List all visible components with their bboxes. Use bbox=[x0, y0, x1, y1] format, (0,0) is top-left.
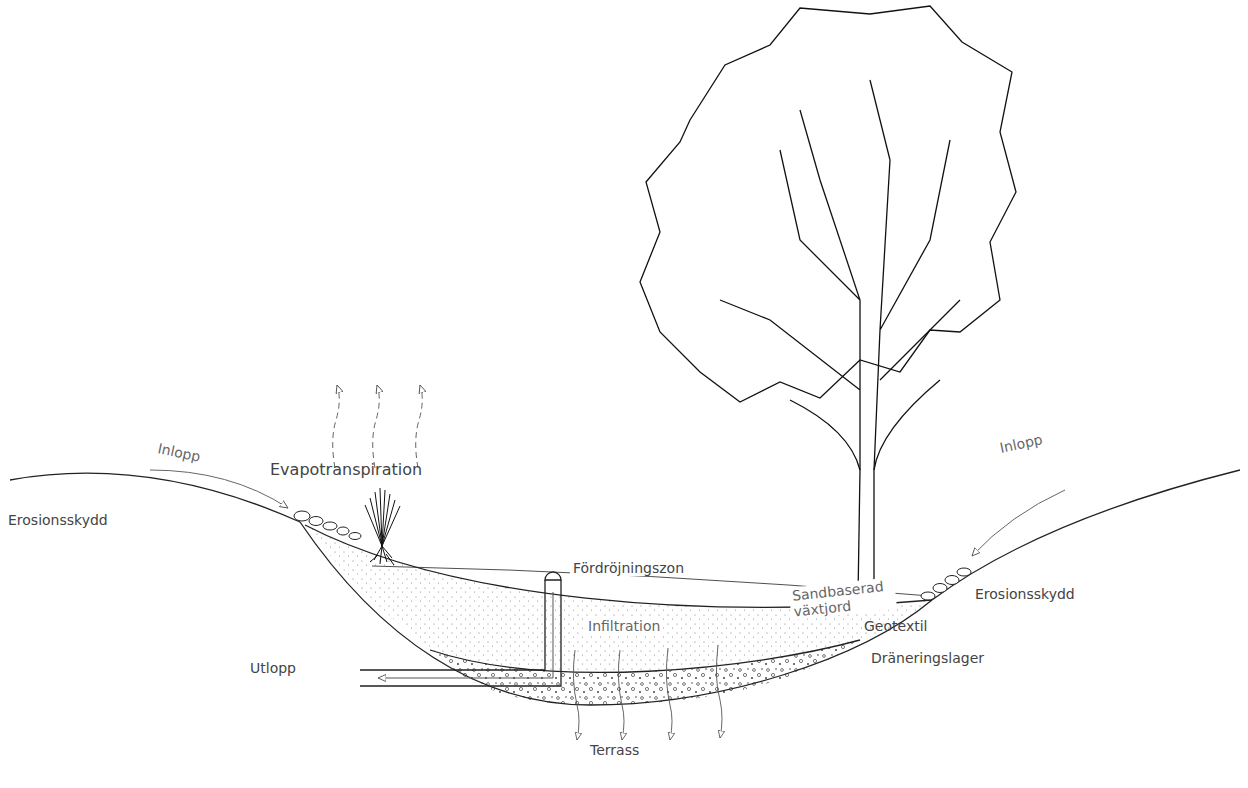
evaporation-arrow bbox=[333, 385, 340, 468]
ground-label: Terrass bbox=[590, 742, 639, 758]
part-label: Geotextil bbox=[864, 618, 927, 634]
infiltration-arrow bbox=[666, 648, 672, 740]
part-label: Evapotranspiration bbox=[270, 461, 422, 479]
inlet-arrow bbox=[150, 470, 288, 508]
tree bbox=[640, 6, 1016, 598]
geotextile-line bbox=[430, 640, 860, 672]
inlet-arrow bbox=[972, 490, 1065, 556]
evaporation-arrow bbox=[416, 385, 423, 468]
infiltration-arrow bbox=[716, 645, 722, 738]
part-label: Sandbaserad växtjord bbox=[788, 577, 897, 620]
part-label: Utlopp bbox=[250, 660, 296, 676]
part-label: Dräneringslager bbox=[868, 650, 987, 666]
part-label: Inlopp bbox=[156, 440, 202, 465]
evaporation-arrow bbox=[373, 385, 380, 468]
flow-arrow bbox=[378, 592, 553, 678]
part-label: Erosionsskydd bbox=[975, 586, 1075, 602]
basin-outline bbox=[300, 522, 932, 705]
plant bbox=[365, 488, 400, 565]
infiltration-arrow bbox=[573, 650, 579, 740]
part-label: Infiltration bbox=[585, 618, 663, 634]
part-label: Inlopp bbox=[998, 431, 1044, 456]
ground-right bbox=[932, 470, 1240, 600]
part-label: Erosionsskydd bbox=[8, 512, 108, 528]
outlet-pipe bbox=[360, 572, 561, 686]
part-label: Fördröjningszon bbox=[570, 560, 687, 576]
infiltration-arrow bbox=[618, 650, 624, 740]
